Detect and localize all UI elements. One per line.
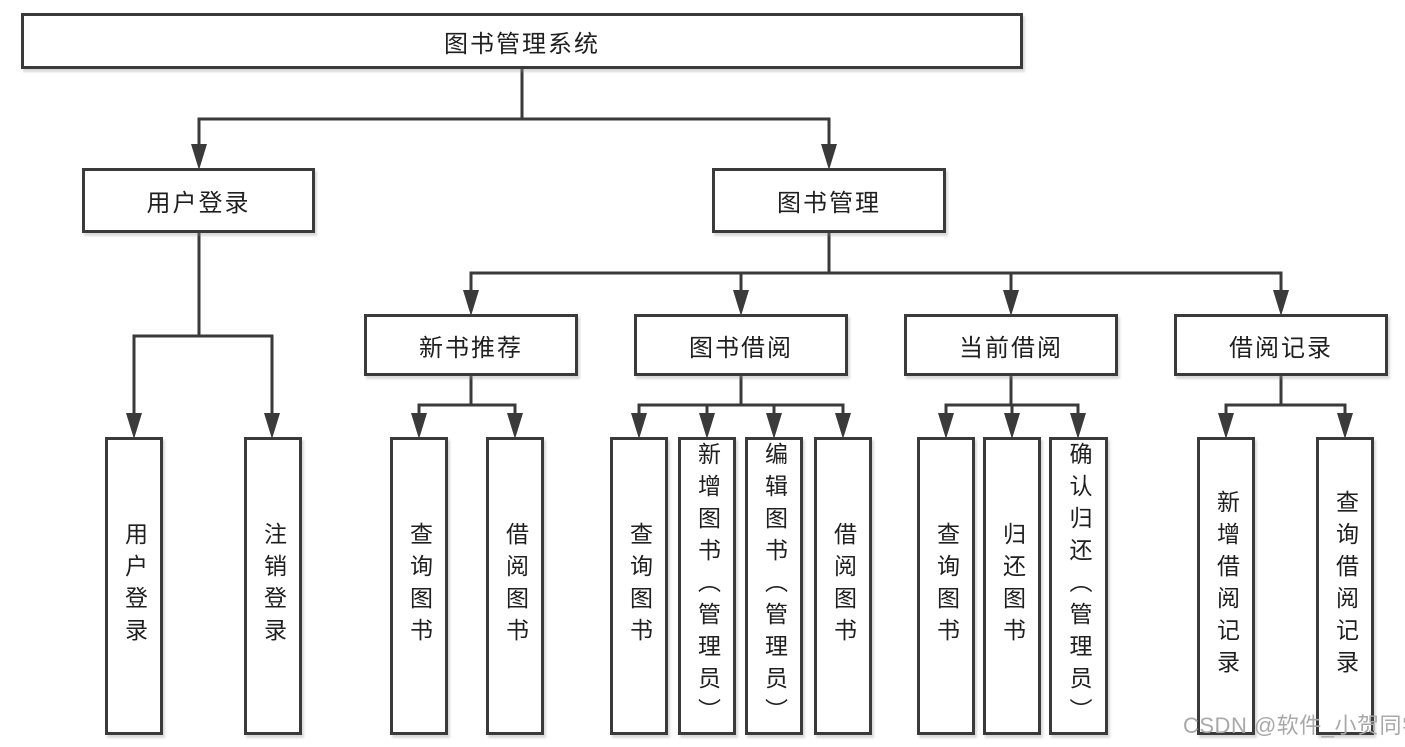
node-new-book-recommend: 新书推荐 [364, 314, 578, 376]
node-borrow-record: 借阅记录 [1174, 314, 1388, 376]
leaf-query-borrow-record-label: 查询借阅记录 [1332, 490, 1359, 682]
leaf-logout-label: 注销登录 [260, 522, 287, 650]
leaf-confirm-return-admin: 确认归还（管理员） [1049, 437, 1108, 735]
leaf-user-login-label: 用户登录 [121, 522, 148, 650]
node-book-borrow: 图书借阅 [634, 314, 848, 376]
node-user-login: 用户登录 [82, 168, 315, 233]
node-system-root: 图书管理系统 [21, 13, 1023, 69]
leaf-add-borrow-record: 新增借阅记录 [1197, 437, 1255, 735]
leaf-confirm-return-admin-label: 确认归还（管理员） [1066, 442, 1092, 730]
leaf-query-books-recommend-label: 查询图书 [406, 522, 433, 650]
leaf-edit-books-admin: 编辑图书（管理员） [745, 437, 803, 735]
leaf-return-books: 归还图书 [983, 437, 1041, 735]
node-book-borrow-label: 图书借阅 [689, 334, 793, 362]
node-current-borrow-label: 当前借阅 [959, 334, 1063, 362]
leaf-borrow-books-recommend-label: 借阅图书 [502, 522, 529, 650]
leaf-query-books-borrow-label: 查询图书 [626, 522, 653, 650]
node-borrow-record-label: 借阅记录 [1229, 334, 1333, 362]
leaf-user-login: 用户登录 [105, 437, 163, 735]
leaf-logout: 注销登录 [244, 437, 302, 735]
csdn-watermark: CSDN @软件_小贺同学 [1183, 713, 1405, 738]
leaf-borrow-books: 借阅图书 [814, 437, 872, 735]
leaf-add-books-admin-label: 新增图书（管理员） [694, 442, 721, 730]
leaf-query-books-recommend: 查询图书 [390, 437, 448, 735]
leaf-edit-books-admin-label: 编辑图书（管理员） [761, 442, 788, 730]
node-user-login-label: 用户登录 [146, 190, 251, 217]
leaf-query-books-borrow: 查询图书 [610, 437, 668, 735]
leaf-add-books-admin: 新增图书（管理员） [678, 437, 736, 735]
leaf-return-books-label: 归还图书 [999, 522, 1026, 650]
leaf-add-borrow-record-label: 新增借阅记录 [1213, 490, 1240, 682]
node-new-book-recommend-label: 新书推荐 [419, 334, 523, 362]
leaf-query-books-current: 查询图书 [917, 437, 975, 735]
node-book-management: 图书管理 [712, 168, 946, 233]
node-book-management-label: 图书管理 [777, 190, 881, 217]
leaf-query-borrow-record: 查询借阅记录 [1316, 437, 1374, 735]
node-current-borrow: 当前借阅 [904, 314, 1118, 376]
leaf-borrow-books-recommend: 借阅图书 [486, 437, 544, 735]
leaf-borrow-books-label: 借阅图书 [830, 522, 857, 650]
node-system-root-label: 图书管理系统 [444, 30, 600, 58]
leaf-query-books-current-label: 查询图书 [933, 522, 960, 650]
